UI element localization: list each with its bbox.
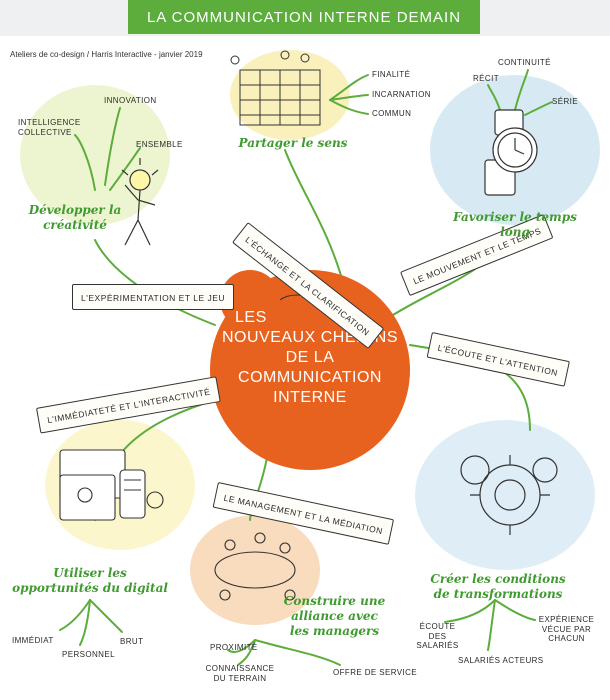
gears-illustration	[460, 455, 558, 535]
connector-sens	[284, 149, 346, 291]
managers-item-offre: Offre de service	[333, 668, 418, 677]
topic-transformations-title: Créer les conditions de transformations	[430, 572, 566, 601]
topic-managers-title: Construire une alliance avec les manager…	[283, 594, 386, 638]
digital-item-brut: Brut	[120, 637, 144, 646]
center-line-3: de la communication	[238, 349, 382, 386]
transformations-item-ecoute: Écoute des salariés	[416, 622, 459, 651]
ribbon-experimentation-label: L'expérimentation et le jeu	[81, 293, 226, 303]
orange-wash	[190, 515, 320, 625]
subtitle: Ateliers de co-design / Harris Interacti…	[10, 50, 203, 59]
managers-item-connaissance: Connaissance du terrain	[205, 664, 275, 683]
center-text: Les nouveaux chemins de la communication…	[215, 308, 405, 408]
header-title-box: La communication interne demain	[128, 0, 480, 34]
sens-item-commun: Commun	[372, 109, 412, 118]
creativite-item-intelligence: Intelligence collective	[18, 118, 81, 137]
bulb-person-illustration	[121, 158, 159, 246]
center-line-1: Les	[235, 309, 267, 326]
center-line-4: interne	[273, 389, 347, 406]
managers-item-proximite: Proximité	[210, 643, 258, 652]
connector-creativite	[94, 239, 216, 326]
meeting-illustration	[214, 532, 296, 601]
topic-digital-title: Utiliser les opportunités du digital	[12, 566, 168, 595]
blue-wash-2	[415, 420, 595, 570]
sens-item-finalite: Finalité	[372, 70, 411, 79]
ribbon-experimentation: L'expérimentation et le jeu	[72, 284, 235, 310]
watch-illustration	[484, 109, 538, 196]
sens-item-incarnation: Incarnation	[372, 90, 431, 99]
creativite-item-ensemble: Ensemble	[136, 140, 183, 149]
digital-item-personnel: Personnel	[62, 650, 115, 659]
green-wash	[20, 85, 170, 225]
page-title: La communication interne demain	[146, 8, 462, 26]
topic-sens-title: Partager le sens	[238, 136, 348, 150]
temps-item-recit: Récit	[473, 74, 499, 83]
transformations-item-acteurs: Salariés acteurs	[458, 656, 544, 665]
temps-item-serie: Série	[552, 97, 579, 106]
transformations-item-experience: Expérience vécue par chacun	[538, 615, 595, 644]
yellow-wash	[230, 50, 350, 140]
team-illustration	[230, 50, 321, 126]
digital-item-immediat: Immédiat	[12, 636, 54, 645]
devices-illustration	[59, 449, 164, 521]
topic-temps-title: Favoriser le temps long	[453, 210, 577, 239]
creativite-item-innovation: Innovation	[104, 96, 157, 105]
temps-item-continuite: Continuité	[498, 58, 551, 67]
topic-creativite-title: Développer la créativité	[28, 203, 122, 232]
